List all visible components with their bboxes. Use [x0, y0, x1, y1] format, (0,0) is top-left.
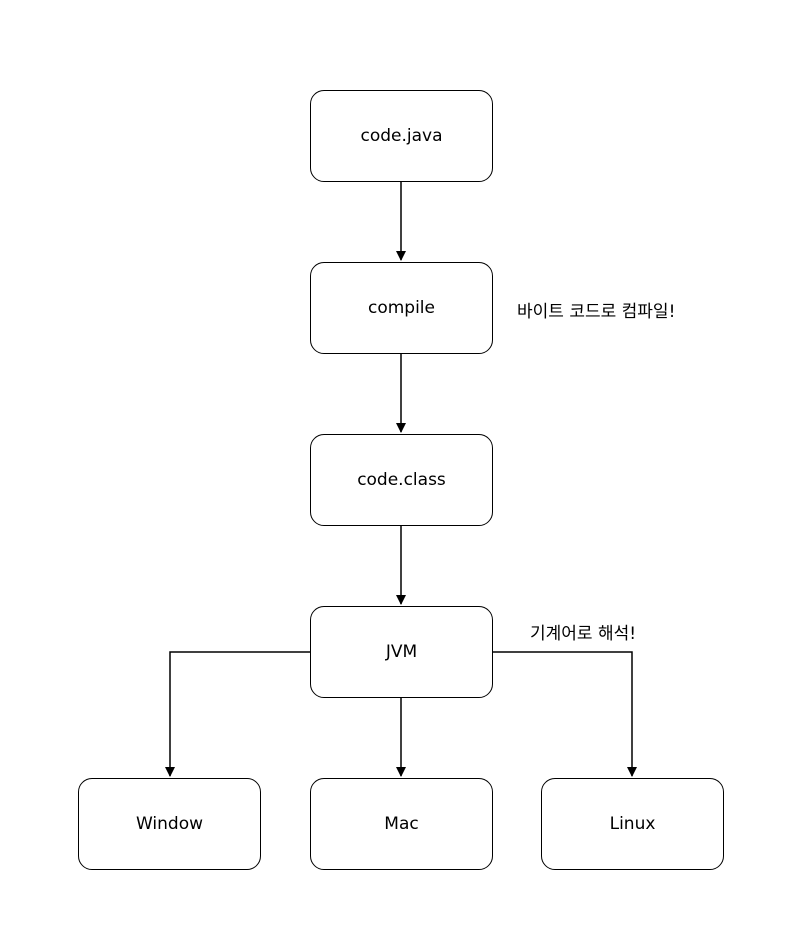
arrow-jvm-to-linux — [493, 651, 637, 777]
node-code-class: code.class — [310, 434, 493, 526]
node-compile: compile — [310, 262, 493, 354]
node-linux-label: Linux — [609, 814, 656, 834]
node-code-java: code.java — [310, 90, 493, 182]
jvm-annotation: 기계어로 해석! — [530, 624, 637, 644]
node-compile-label: compile — [367, 298, 435, 318]
node-window: Window — [78, 778, 261, 870]
node-mac: Mac — [310, 778, 493, 870]
node-window-label: Window — [135, 814, 204, 834]
compile-annotation: 바이트 코드로 컴파일! — [517, 302, 676, 322]
node-code-java-label: code.java — [360, 126, 443, 146]
arrow-jvm-to-window — [165, 651, 310, 777]
node-jvm: JVM — [310, 606, 493, 698]
node-code-class-label: code.class — [357, 470, 446, 490]
node-mac-label: Mac — [384, 814, 419, 834]
node-linux: Linux — [541, 778, 724, 870]
node-jvm-label: JVM — [385, 642, 418, 662]
